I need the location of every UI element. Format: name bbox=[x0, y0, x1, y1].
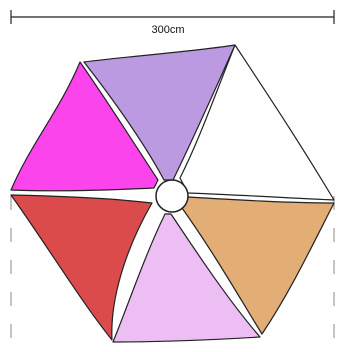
panel-top-right bbox=[179, 44, 335, 201]
dimension-label: 300cm bbox=[151, 24, 184, 36]
panel-top bbox=[83, 44, 236, 181]
sail-panels bbox=[10, 44, 335, 343]
center-hub bbox=[155, 179, 189, 213]
panel-top-left bbox=[10, 61, 159, 192]
panel-bottom bbox=[112, 213, 261, 343]
panel-bottom-left bbox=[10, 194, 153, 341]
panel-bottom-right bbox=[181, 196, 335, 335]
dimension-line: 300cm bbox=[10, 10, 335, 36]
